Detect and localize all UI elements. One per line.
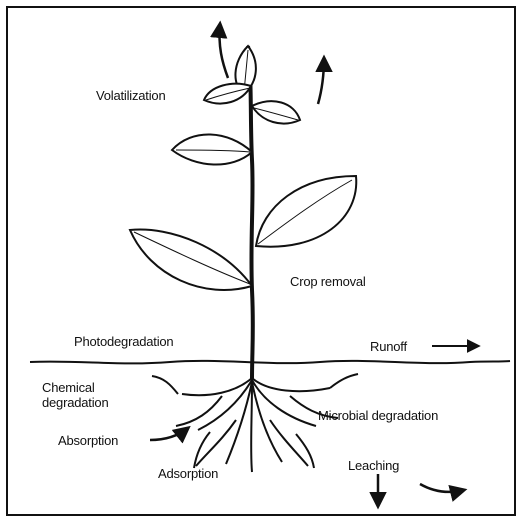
label-absorption: Absorption	[58, 433, 118, 448]
label-volatilization: Volatilization	[96, 88, 165, 103]
label-photodegradation: Photodegradation	[74, 334, 173, 349]
label-leaching: Leaching	[348, 458, 399, 473]
leaf-right-large	[256, 176, 356, 247]
plant-stem	[248, 46, 253, 380]
leaching-arrow-right	[420, 484, 464, 492]
volatilization-arrow-left	[219, 24, 228, 78]
label-runoff: Runoff	[370, 339, 407, 354]
leaf-lower-left-large	[130, 230, 252, 290]
leaf-middle-left	[172, 134, 252, 164]
volatilization-arrow-right	[318, 58, 324, 104]
label-chemical-degradation: Chemical degradation	[42, 380, 108, 410]
absorption-arrow	[150, 428, 188, 440]
leaf-upper-right	[252, 101, 300, 123]
label-adsorption: Adsorption	[158, 466, 218, 481]
label-crop-removal: Crop removal	[290, 274, 366, 289]
label-chemical-degradation-line1: Chemical	[42, 380, 108, 395]
leaf-upper-left	[204, 84, 251, 104]
soil-surface-line	[30, 361, 510, 364]
label-chemical-degradation-line2: degradation	[42, 395, 108, 410]
root-system	[152, 374, 358, 472]
label-microbial-degradation: Microbial degradation	[318, 408, 438, 423]
